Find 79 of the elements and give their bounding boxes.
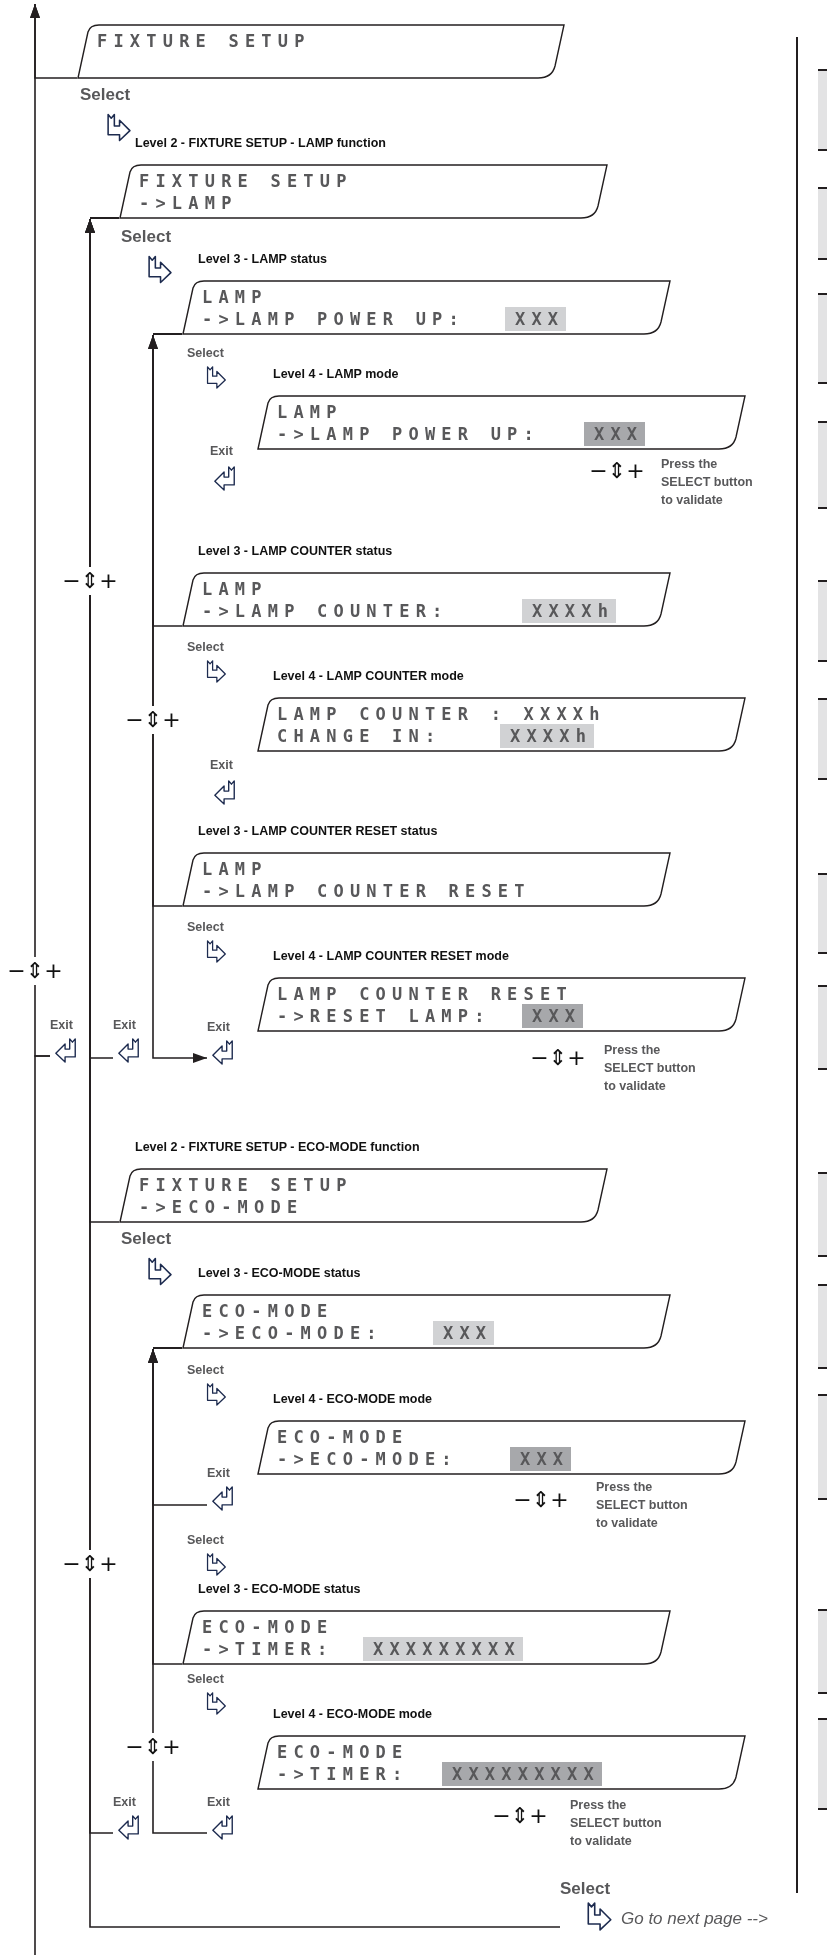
level-heading: Level 3 - LAMP COUNTER RESET status xyxy=(198,824,438,839)
select-label: Select xyxy=(187,1672,224,1687)
display-text: ECO-MODE xyxy=(277,1426,409,1448)
display-text: CHANGE IN: xyxy=(277,725,442,747)
adjust-symbol: −⇕+ xyxy=(62,567,118,595)
display-text: LAMP xyxy=(202,286,268,308)
connector-line xyxy=(85,218,561,1928)
connector-line xyxy=(34,1055,51,1955)
exit-label: Exit xyxy=(207,1020,230,1035)
level-heading: Level 4 - LAMP mode xyxy=(273,367,399,382)
display-text: LAMP COUNTER : XXXXh xyxy=(277,703,606,725)
exit-label: Exit xyxy=(50,1018,73,1033)
display-text: ->TIMER: xyxy=(277,1763,409,1785)
connector-line xyxy=(30,3,78,79)
level-heading: Level 4 - ECO-MODE mode xyxy=(273,1392,433,1407)
display-text: ->LAMP POWER UP: xyxy=(202,308,465,330)
level-heading: Level 3 - LAMP COUNTER status xyxy=(198,544,393,559)
display-text: LAMP xyxy=(277,401,343,423)
instruction-note: Press the SELECT button to validate xyxy=(570,1797,663,1850)
adjust-symbol: −⇕+ xyxy=(62,1550,118,1578)
level-heading: Level 4 - LAMP COUNTER mode xyxy=(273,669,464,684)
exit-label: Exit xyxy=(210,444,233,459)
level-heading: Level 4 - LAMP COUNTER RESET mode xyxy=(273,949,509,964)
display-text: ->LAMP COUNTER: xyxy=(202,600,449,622)
display-text: ->LAMP xyxy=(139,192,238,214)
display-value: XXXXh xyxy=(522,599,617,623)
instruction-note: Press the SELECT button to validate xyxy=(661,456,754,509)
level-heading: Level 3 - ECO-MODE status xyxy=(198,1266,361,1281)
display-text: FIXTURE SETUP xyxy=(139,1174,353,1196)
display-value: XXXXXXXXX xyxy=(363,1637,523,1661)
select-label: Select xyxy=(187,640,224,655)
select-label: Select xyxy=(560,1879,611,1899)
display-text: LAMP xyxy=(202,858,268,880)
select-label: Select xyxy=(121,1229,172,1249)
display-value: XXX xyxy=(584,422,646,446)
adjust-symbol: −⇕+ xyxy=(125,1733,181,1761)
display-text: FIXTURE SETUP xyxy=(97,30,311,52)
select-label: Select xyxy=(187,1363,224,1378)
display-value: XXXXh xyxy=(500,724,595,748)
instruction-note: Press the SELECT button to validate xyxy=(596,1479,689,1532)
exit-label: Exit xyxy=(113,1018,136,1033)
display-text: LAMP xyxy=(202,578,268,600)
instruction-note: Press the SELECT button to validate xyxy=(604,1042,697,1095)
select-label: Select xyxy=(187,346,224,361)
level-heading: Level 2 - FIXTURE SETUP - ECO-MODE function xyxy=(135,1140,420,1155)
display-value: XXX xyxy=(510,1447,572,1471)
exit-label: Exit xyxy=(207,1466,230,1481)
display-text: ->LAMP COUNTER RESET xyxy=(202,880,531,902)
display-value: XXX xyxy=(433,1321,495,1345)
display-value: XXXXXXXXX xyxy=(442,1762,602,1786)
display-text: ->RESET LAMP: xyxy=(277,1005,491,1027)
adjust-symbol: −⇕+ xyxy=(125,706,181,734)
display-text: ->ECO-MODE: xyxy=(277,1448,458,1470)
display-text: ECO-MODE xyxy=(277,1741,409,1763)
level-heading: Level 4 - ECO-MODE mode xyxy=(273,1707,433,1722)
select-label: Select xyxy=(121,227,172,247)
adjust-symbol: −⇕+ xyxy=(7,957,63,985)
next-page-link: Go to next page --> xyxy=(621,1909,768,1929)
display-text: ->TIMER: xyxy=(202,1638,334,1660)
level-heading: Level 3 - LAMP status xyxy=(198,252,327,267)
exit-label: Exit xyxy=(113,1795,136,1810)
connector-line xyxy=(148,334,183,907)
connector-line xyxy=(148,1348,208,1834)
display-text: ECO-MODE xyxy=(202,1300,334,1322)
display-text: ->ECO-MODE xyxy=(139,1196,304,1218)
display-value: XXX xyxy=(505,307,567,331)
level-heading: Level 3 - ECO-MODE status xyxy=(198,1582,361,1597)
display-value: XXX xyxy=(522,1004,584,1028)
level-heading: Level 2 - FIXTURE SETUP - LAMP function xyxy=(135,136,386,151)
select-label: Select xyxy=(187,1533,224,1548)
display-text: FIXTURE SETUP xyxy=(139,170,353,192)
display-text: ->LAMP POWER UP: xyxy=(277,423,540,445)
display-text: LAMP COUNTER RESET xyxy=(277,983,573,1005)
display-text: ->ECO-MODE: xyxy=(202,1322,383,1344)
select-label: Select xyxy=(187,920,224,935)
select-label: Select xyxy=(80,85,131,105)
display-text: ECO-MODE xyxy=(202,1616,334,1638)
exit-label: Exit xyxy=(210,758,233,773)
exit-label: Exit xyxy=(207,1795,230,1810)
